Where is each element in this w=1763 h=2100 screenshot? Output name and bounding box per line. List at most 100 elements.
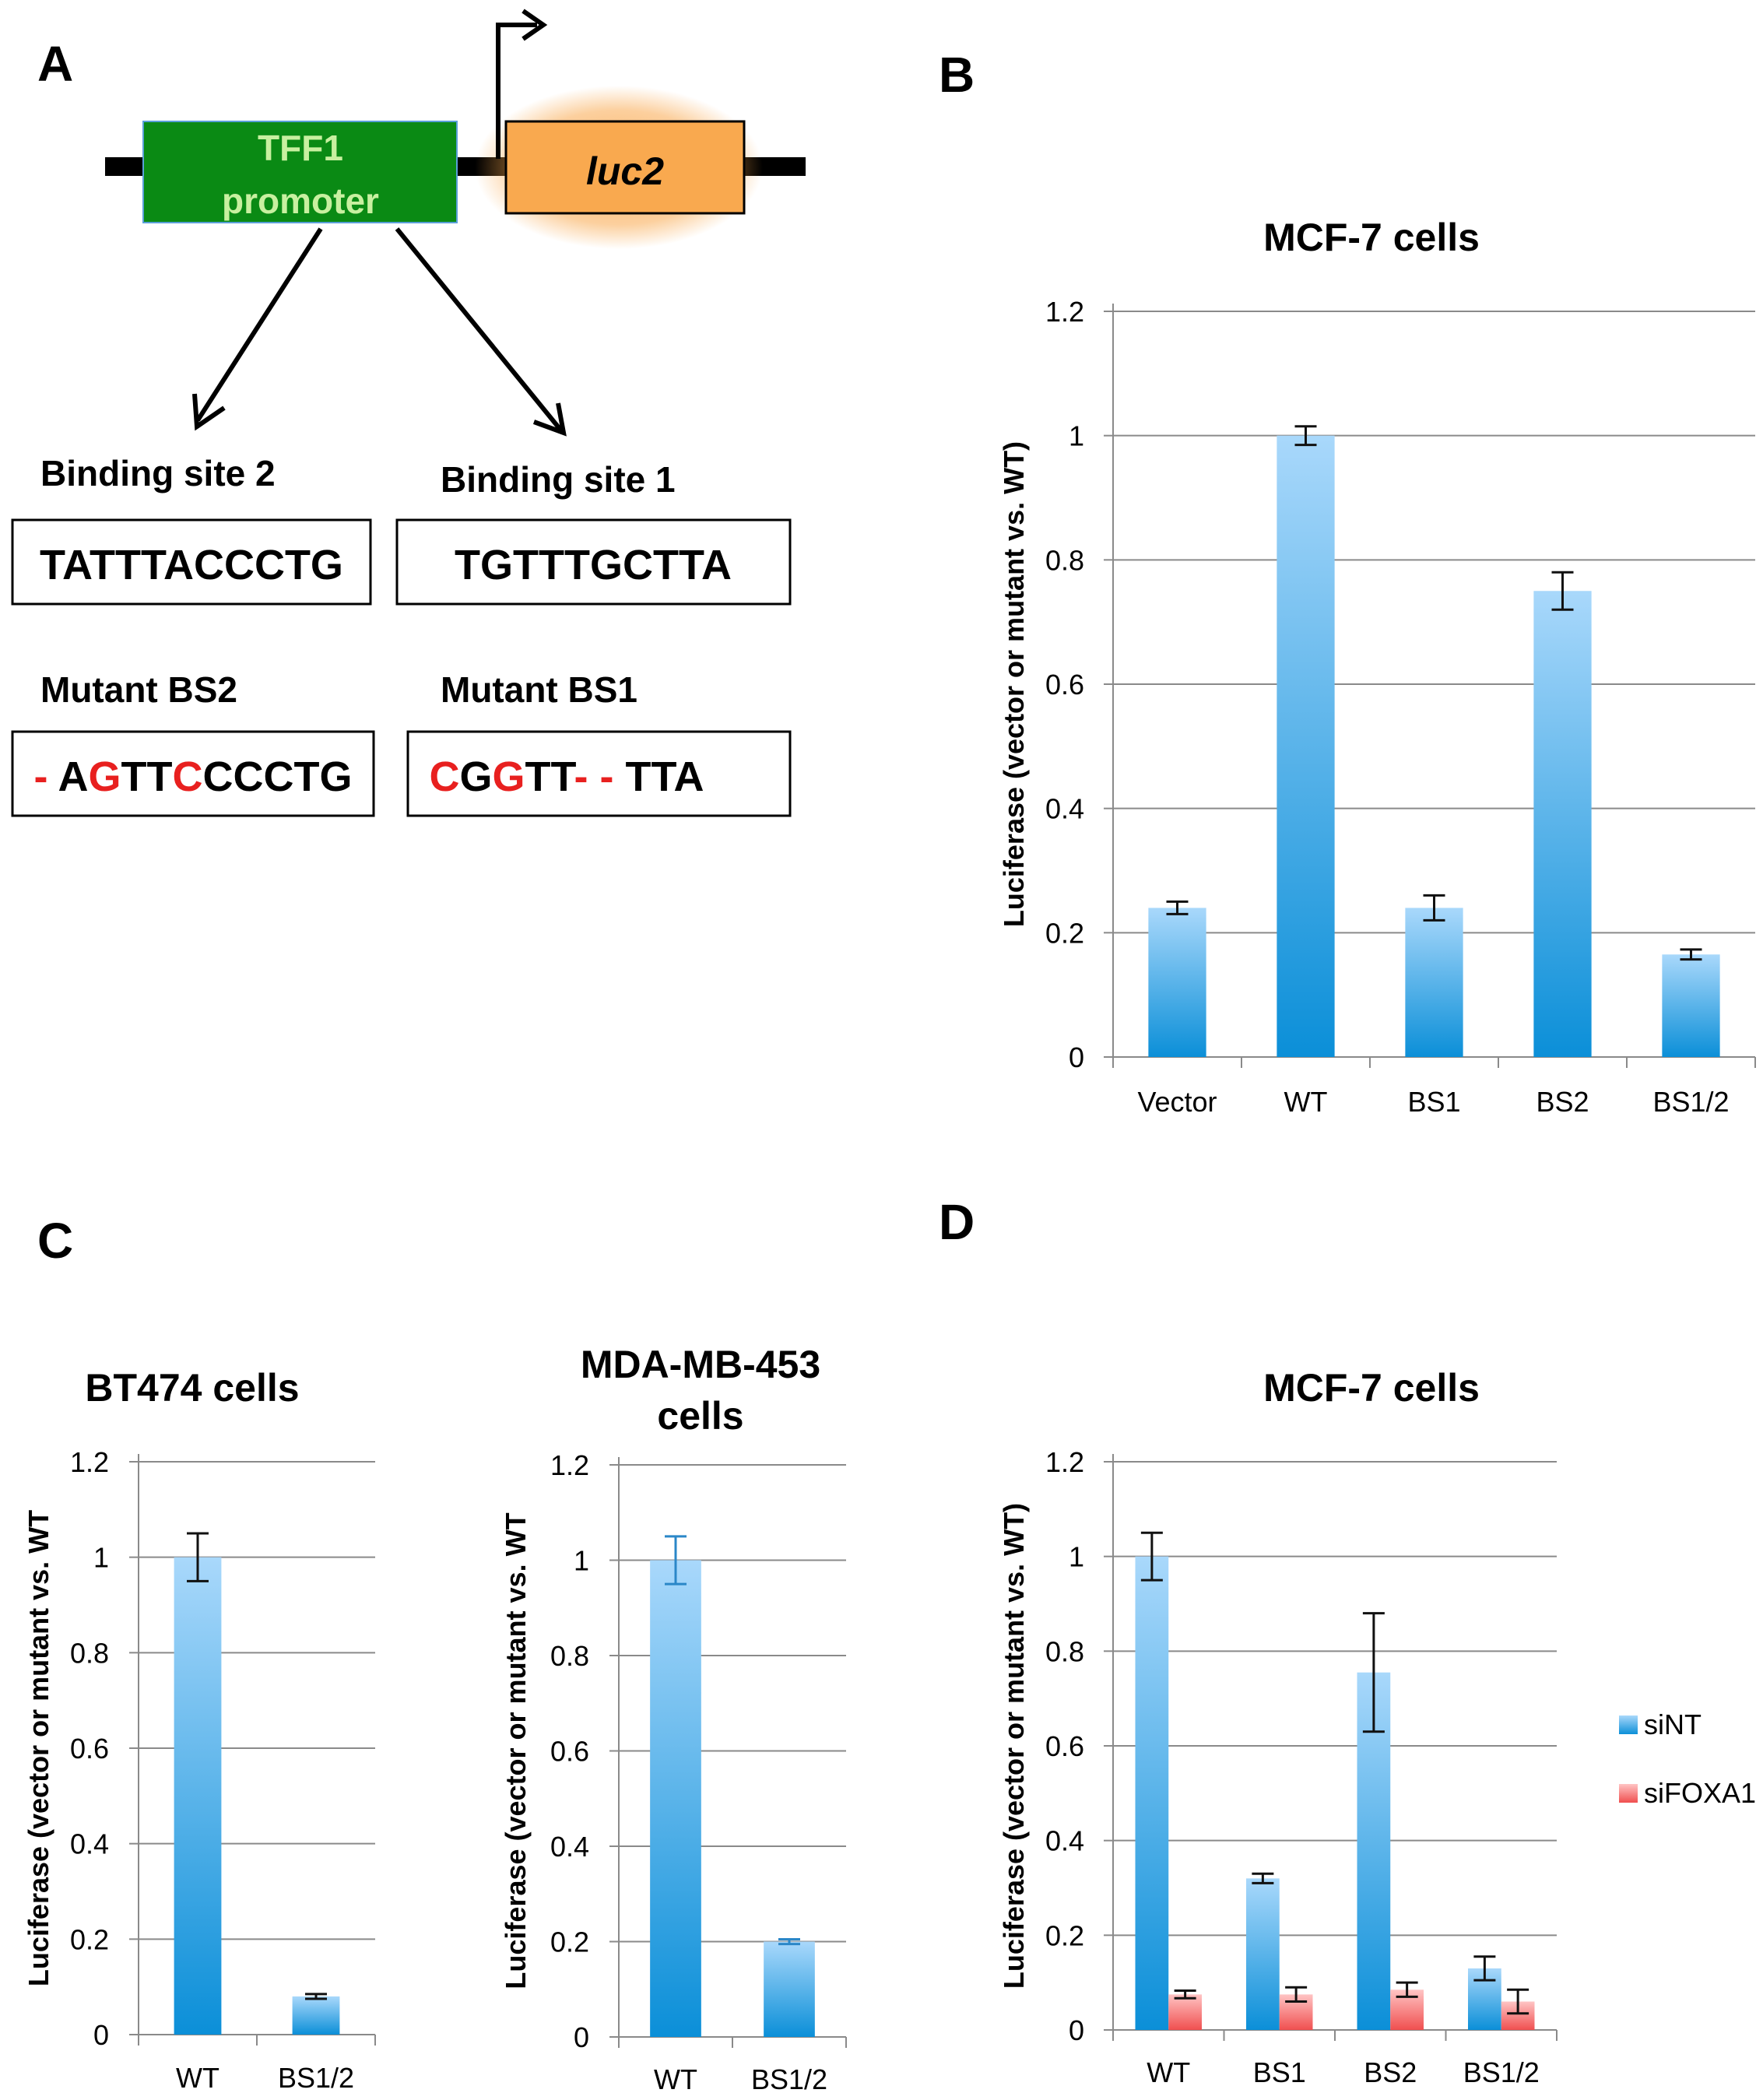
y-tick-label: 0 [1069, 1041, 1084, 1073]
y-axis-label: Luciferase (vector or mutant vs. WT) [998, 441, 1030, 927]
arrow-to-bs1-head [532, 402, 567, 437]
y-tick-label: 0.2 [550, 1926, 589, 1958]
luc2-label: luc2 [586, 149, 664, 193]
x-tick-label: BS2 [1364, 2056, 1417, 2088]
y-tick-label: 1.2 [1045, 1446, 1084, 1478]
y-axis-label: Luciferase (vector or mutant vs. WT) [998, 1503, 1030, 1989]
legend-label: siFOXA1 [1644, 1777, 1756, 1809]
arrow-to-bs2-head [192, 393, 226, 431]
panel-c-label: C [37, 1213, 73, 1269]
bar [1277, 435, 1335, 1057]
mut-bs1-title: Mutant BS1 [441, 669, 637, 710]
y-tick-label: 0.4 [1045, 1825, 1084, 1857]
y-tick-label: 1.2 [550, 1449, 589, 1481]
y-tick-label: 0.6 [70, 1733, 109, 1765]
tss-arrow-icon [496, 23, 537, 159]
bar [292, 1996, 340, 2035]
bar [1246, 1878, 1280, 2030]
x-tick-label: BS2 [1536, 1086, 1589, 1118]
panel-b-label: B [939, 47, 975, 103]
mut-bs1-sequence: CGGTT- - TTA [430, 753, 704, 800]
sequence-segment: - - [574, 753, 626, 800]
legend-label: siNT [1644, 1708, 1702, 1740]
y-tick-label: 0 [93, 2019, 109, 2051]
legend-swatch [1619, 1784, 1638, 1803]
y-tick-label: 0.6 [1045, 669, 1084, 701]
y-tick-label: 0.6 [1045, 1730, 1084, 1762]
chart-title: cells [657, 1394, 743, 1438]
bar [174, 1557, 222, 2035]
y-tick-label: 0.4 [70, 1828, 109, 1860]
bs2-box [11, 518, 372, 606]
bs2-sequence: TATTTACCCTG [40, 542, 343, 588]
y-tick-label: 1 [93, 1542, 109, 1574]
x-tick-label: WT [1147, 2056, 1190, 2088]
sequence-segment: TTA [626, 753, 704, 800]
x-tick-label: Vector [1137, 1086, 1217, 1118]
bar [764, 1941, 815, 2037]
sequence-segment: A [58, 753, 89, 800]
sequence-segment: TT [121, 753, 173, 800]
mut-bs2-box [11, 730, 375, 817]
bar [1533, 591, 1592, 1057]
x-tick-label: WT [654, 2063, 697, 2095]
chart-title: MCF-7 cells [1263, 1366, 1480, 1410]
arrow-to-bs2 [195, 227, 323, 422]
sequence-segment: G [89, 753, 121, 800]
y-tick-label: 0 [574, 2021, 589, 2053]
y-tick-label: 0.8 [550, 1640, 589, 1672]
mut-bs1-box [406, 730, 792, 817]
y-tick-label: 0.6 [550, 1736, 589, 1768]
y-tick-label: 1.2 [1045, 296, 1084, 328]
y-axis-label: Luciferase (vector or mutant vs. WT [23, 1510, 54, 1986]
sequence-segment: G [493, 753, 525, 800]
y-tick-label: 0.8 [70, 1637, 109, 1669]
chart-title: MCF-7 cells [1263, 216, 1480, 259]
promoter-box [142, 121, 458, 223]
mut-bs2-sequence: - AGTTCCCCTG [34, 753, 353, 800]
panel-a: A luc2 TFF1 promoter Binding site 2 Bind… [11, 9, 806, 817]
chart-title: MDA-MB-453 [581, 1343, 820, 1386]
bar [1168, 1994, 1202, 2030]
bs1-box [395, 518, 792, 606]
x-tick-label: BS1/2 [1463, 2056, 1540, 2088]
y-tick-label: 1 [574, 1545, 589, 1577]
x-tick-label: WT [176, 2062, 219, 2094]
sequence-segment: C [430, 753, 460, 800]
panel-a-label: A [37, 36, 73, 92]
bs1-sequence: TGTTTGCTTA [455, 542, 732, 588]
sequence-segment: G [460, 753, 493, 800]
bar [1148, 908, 1206, 1057]
y-axis-label: Luciferase (vector or mutant vs. WT [500, 1512, 532, 1989]
bs2-title: Binding site 2 [40, 453, 276, 493]
y-tick-label: 0.4 [550, 1831, 589, 1863]
y-tick-label: 0.8 [1045, 1635, 1084, 1667]
y-tick-label: 0.4 [1045, 793, 1084, 825]
arrow-to-bs1 [395, 227, 563, 431]
chart-title: BT474 cells [85, 1366, 299, 1410]
x-tick-label: WT [1284, 1086, 1328, 1118]
promoter-label-line2: promoter [222, 181, 379, 221]
legend-swatch [1619, 1715, 1638, 1734]
y-tick-label: 1 [1069, 1541, 1084, 1573]
bar [650, 1560, 701, 2037]
bs1-title: Binding site 1 [441, 459, 676, 500]
sequence-segment: CCCTG [203, 753, 353, 800]
bar [1135, 1556, 1169, 2030]
y-tick-label: 0.2 [70, 1923, 109, 1955]
sequence-segment: TT [525, 753, 577, 800]
mut-bs2-title: Mutant BS2 [40, 669, 237, 710]
x-tick-label: BS1 [1253, 2056, 1306, 2088]
y-tick-label: 0.2 [1045, 917, 1084, 949]
sequence-segment: - [34, 753, 58, 800]
x-tick-label: BS1/2 [278, 2062, 354, 2094]
x-tick-label: BS1/2 [751, 2063, 827, 2095]
y-tick-label: 1.2 [70, 1446, 109, 1478]
x-tick-label: BS1 [1407, 1086, 1460, 1118]
y-tick-label: 0.8 [1045, 544, 1084, 576]
